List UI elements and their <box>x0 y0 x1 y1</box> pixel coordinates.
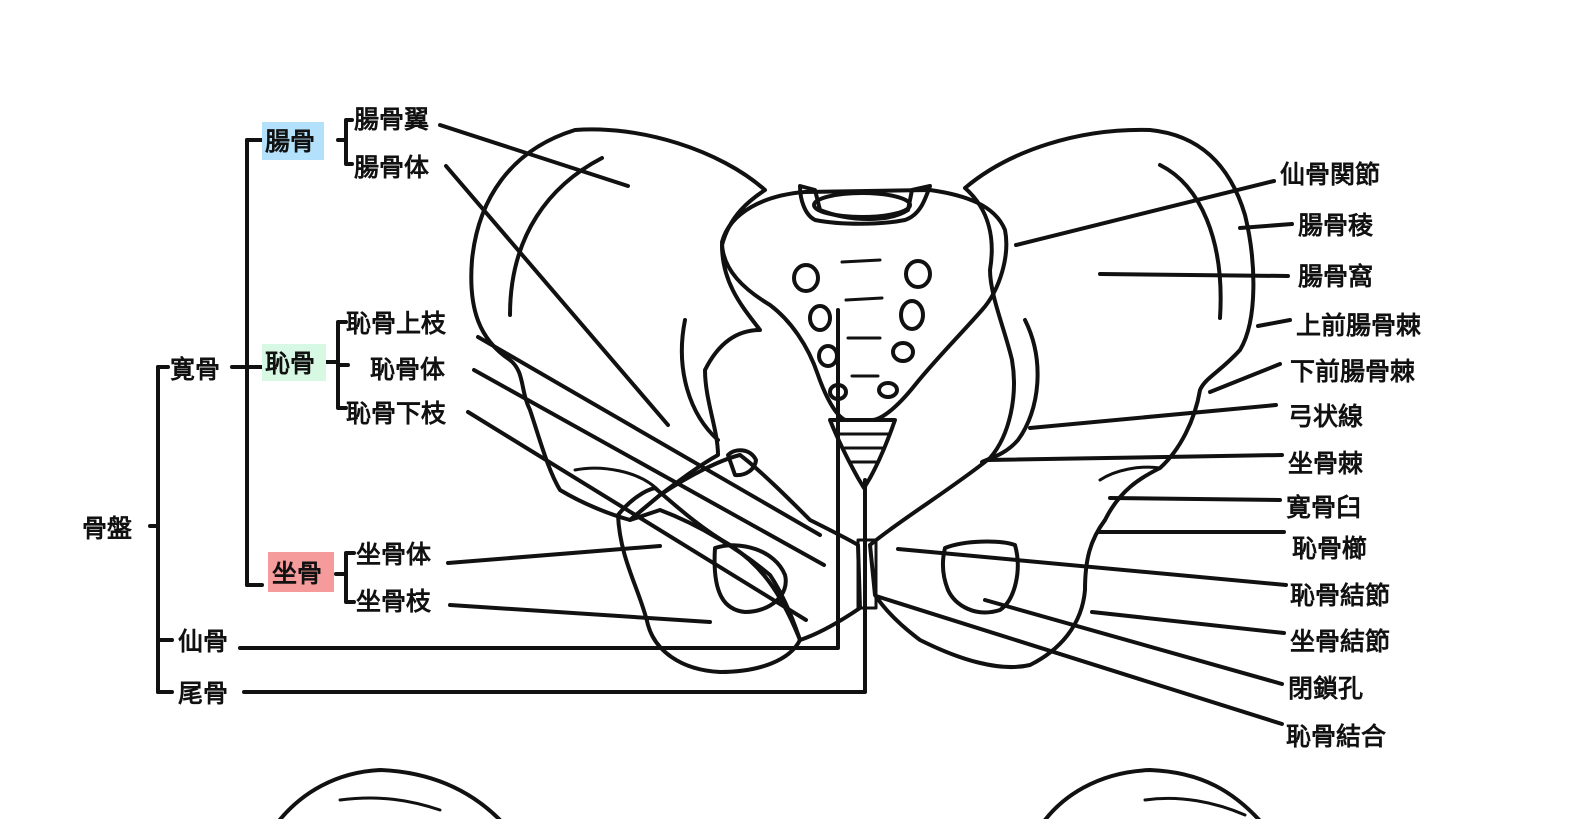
right-obturator <box>941 539 1020 615</box>
label-ischial-tuberosity: 坐骨結節 <box>1290 627 1390 656</box>
pubis-label: 恥骨 <box>265 349 315 378</box>
label-obturator-foramen: 閉鎖孔 <box>1288 674 1363 703</box>
bottom-right-bone-partial <box>1039 768 1266 824</box>
label-pubic-symphysis: 恥骨結合 <box>1286 722 1387 751</box>
label-pubic-tubercle: 恥骨結節 <box>1290 581 1390 610</box>
ilium-highlight <box>262 122 324 160</box>
sacrum-label: 仙骨 <box>178 627 228 656</box>
label-sacroiliac-joint: 仙骨関節 <box>1280 160 1380 189</box>
root-label: 骨盤 <box>82 514 133 543</box>
label-iliac-crest: 腸骨稜 <box>1298 211 1374 240</box>
ilium-label: 腸骨 <box>265 127 315 156</box>
ischium-label: 坐骨 <box>272 559 322 588</box>
ischium-ramus-label: 坐骨枝 <box>356 587 432 616</box>
bottom-left-bone-partial <box>274 768 502 824</box>
hip-bone-label: 寛骨 <box>170 355 220 384</box>
sacrum-top <box>798 184 932 226</box>
label-asis: 上前腸骨棘 <box>1296 311 1422 340</box>
ischium-highlight <box>268 552 334 592</box>
left-ilium <box>469 127 767 522</box>
superior-pubic-ramus-label: 恥骨上枝 <box>346 309 447 338</box>
label-ischial-spine: 坐骨棘 <box>1288 449 1364 478</box>
pubic-body-label: 恥骨体 <box>370 355 446 384</box>
inferior-pubic-ramus-label: 恥骨下枝 <box>346 399 447 428</box>
left-ischium <box>616 486 802 674</box>
left-leader-lines <box>238 123 867 694</box>
pubis-highlight <box>262 344 326 381</box>
coccyx-label: 尾骨 <box>178 679 228 708</box>
classification-tree <box>148 118 356 694</box>
sacrum-bone <box>720 188 1009 422</box>
right-leader-lines <box>874 179 1294 726</box>
ilium-wing-label: 腸骨翼 <box>354 105 429 134</box>
right-hip-bone <box>868 127 1256 669</box>
label-arcuate-line: 弓状線 <box>1288 402 1363 431</box>
label-iliac-fossa: 腸骨窩 <box>1298 262 1373 291</box>
label-acetabulum: 寛骨臼 <box>1286 493 1361 522</box>
label-aiis: 下前腸骨棘 <box>1290 357 1416 386</box>
label-pecten-pubis: 恥骨櫛 <box>1292 534 1367 563</box>
ilium-body-label: 腸骨体 <box>354 153 430 182</box>
ischium-body-label: 坐骨体 <box>356 540 432 569</box>
